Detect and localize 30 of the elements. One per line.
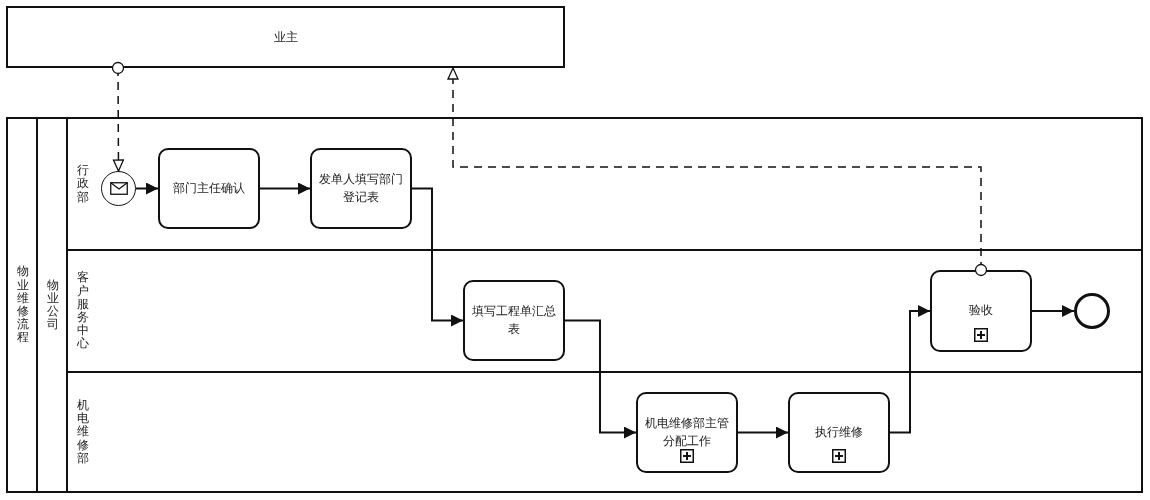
pool-label: 物业公司	[47, 278, 59, 332]
subprocess-box	[636, 392, 738, 473]
task-box	[463, 280, 565, 361]
task-box	[158, 148, 260, 229]
task-label: 执行维修	[815, 423, 863, 441]
task-label: 部门主任确认	[173, 179, 245, 197]
end-event-circle	[1074, 293, 1110, 329]
message-flow-arrow	[111, 61, 125, 172]
sequence-flow-arrow	[737, 426, 789, 439]
lane-label: 客户服务中心	[77, 271, 89, 351]
task-label: 发单人填写部门登记表	[318, 171, 404, 206]
task-label: 填写工程单汇总表	[471, 303, 557, 338]
sequence-flow-arrow	[564, 319, 637, 439]
subprocess-box	[788, 392, 890, 473]
pool-label: 业主	[273, 28, 298, 46]
subprocess-box	[930, 270, 1032, 352]
sequence-flow-arrow	[135, 182, 159, 195]
sequence-flow-arrow	[889, 305, 931, 434]
pool-label: 物业维修流程	[17, 265, 29, 345]
message-flow-arrow	[447, 67, 988, 277]
lane-label: 机电维修部	[77, 399, 89, 465]
sequence-flow-arrow	[259, 182, 311, 195]
sequence-flow-arrow	[1031, 305, 1075, 317]
pool	[6, 6, 565, 68]
task-label: 机电维修部主管分配工作	[644, 415, 730, 450]
task-box	[310, 148, 412, 229]
lane-label: 行政部	[77, 164, 89, 204]
task-label: 验收	[969, 302, 993, 320]
sequence-flow-arrow	[411, 187, 464, 327]
start-event-circle	[101, 171, 136, 206]
